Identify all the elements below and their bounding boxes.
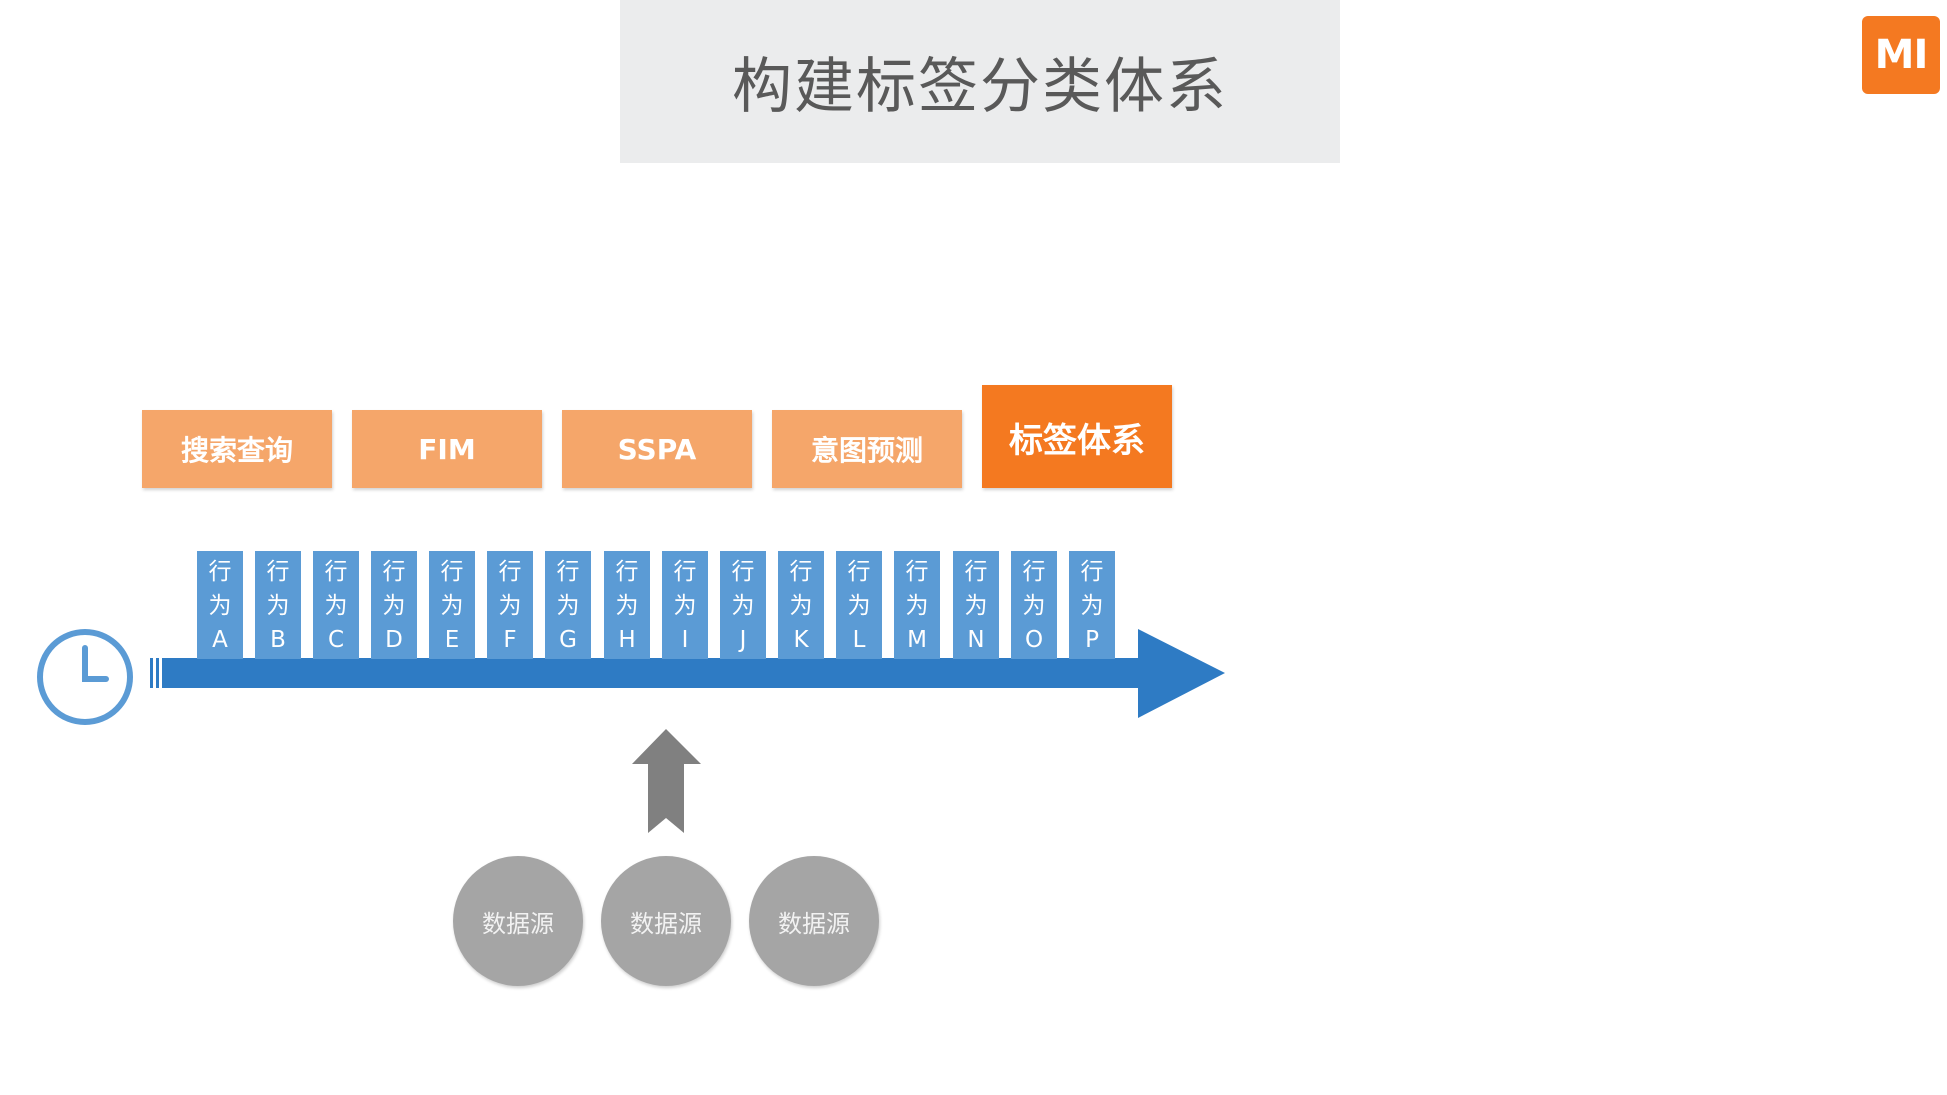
behavior-letter: I [681, 627, 689, 653]
data-source: 数据源 [749, 856, 879, 986]
behavior-char1: 行 [1022, 559, 1046, 585]
data-source: 数据源 [601, 856, 731, 986]
behavior-char2: 为 [847, 593, 871, 619]
behavior-char1: 行 [324, 559, 348, 585]
behavior-letter: K [793, 627, 809, 653]
behavior-char2: 为 [673, 593, 697, 619]
behavior-char1: 行 [847, 559, 871, 585]
behavior-letter: F [503, 627, 517, 653]
stage-intent-prediction: 意图预测 [772, 410, 962, 488]
stage-search-query: 搜索查询 [142, 410, 332, 488]
behavior-letter: J [739, 627, 747, 653]
behavior-char2: 为 [440, 593, 464, 619]
behavior-char2: 为 [556, 593, 580, 619]
behavior-letter: E [444, 627, 460, 653]
behavior-letter: C [327, 627, 345, 653]
stage-fim: FIM [352, 410, 542, 488]
data-source-label: 数据源 [630, 909, 702, 938]
behavior-char2: 为 [731, 593, 755, 619]
behavior-char1: 行 [615, 559, 639, 585]
behavior-letter: H [618, 627, 636, 653]
page-title: 构建标签分类体系 [732, 52, 1228, 122]
behavior-letter: L [852, 627, 866, 653]
behavior-letter: M [907, 627, 927, 653]
behavior-char2: 为 [498, 593, 522, 619]
stage-sspa: SSPA [562, 410, 752, 488]
behavior-char1: 行 [673, 559, 697, 585]
behavior-char1: 行 [498, 559, 522, 585]
behavior-char2: 为 [208, 593, 232, 619]
stage-label: 标签体系 [1009, 421, 1145, 461]
behavior-char2: 为 [1022, 593, 1046, 619]
stage-label: 搜索查询 [180, 434, 293, 467]
stage-label: FIM [418, 432, 476, 466]
up-arrow [632, 729, 701, 833]
data-source: 数据源 [453, 856, 583, 986]
behavior-char1: 行 [440, 559, 464, 585]
title-box: 构建标签分类体系 [620, 0, 1340, 163]
behavior-char2: 为 [324, 593, 348, 619]
behavior-char1: 行 [789, 559, 813, 585]
stage-tag-system: 标签体系 [982, 385, 1172, 488]
behavior-letter: A [212, 627, 228, 653]
behavior-char2: 为 [615, 593, 639, 619]
stage-label: SSPA [617, 432, 697, 466]
data-source-label: 数据源 [482, 909, 554, 938]
behavior-char2: 为 [789, 593, 813, 619]
mi-logo: MI [1862, 16, 1940, 94]
behavior-letter: B [270, 627, 286, 653]
behavior-char1: 行 [1080, 559, 1104, 585]
behavior-char2: 为 [382, 593, 406, 619]
behavior-char2: 为 [1080, 593, 1104, 619]
behavior-char2: 为 [905, 593, 929, 619]
behavior-char1: 行 [964, 559, 988, 585]
data-source-label: 数据源 [778, 909, 850, 938]
behavior-char1: 行 [382, 559, 406, 585]
clock-icon [37, 629, 133, 725]
behavior-char1: 行 [905, 559, 929, 585]
behavior-letter: D [385, 627, 403, 653]
behavior-char2: 为 [964, 593, 988, 619]
behavior-char1: 行 [208, 559, 232, 585]
behavior-char1: 行 [266, 559, 290, 585]
behavior-letter: P [1085, 627, 1099, 653]
logo-text: MI [1874, 32, 1929, 78]
stage-label: 意图预测 [810, 434, 923, 467]
behavior-letter: G [559, 627, 577, 653]
behavior-char2: 为 [266, 593, 290, 619]
behavior-char1: 行 [731, 559, 755, 585]
behavior-char1: 行 [556, 559, 580, 585]
behavior-letter: O [1024, 627, 1044, 653]
behavior-letter: N [967, 627, 985, 653]
